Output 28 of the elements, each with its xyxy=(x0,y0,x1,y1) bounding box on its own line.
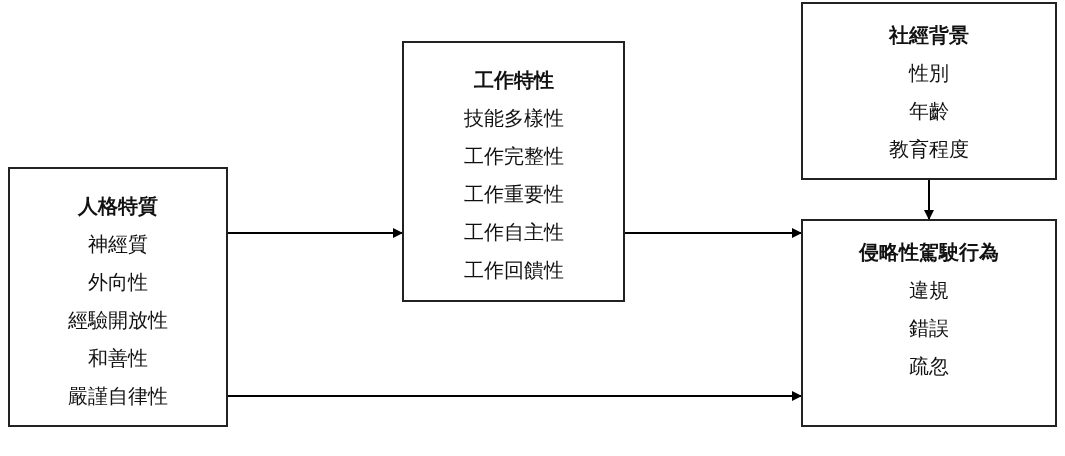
arrow xyxy=(227,228,403,238)
box-text: 工作自主性 xyxy=(463,219,564,246)
box-text: 技能多樣性 xyxy=(463,105,564,132)
box-heading: 社經背景 xyxy=(889,22,969,49)
box-text: 教育程度 xyxy=(889,136,969,163)
box-text: 外向性 xyxy=(88,269,148,296)
box-text: 年齡 xyxy=(909,98,949,125)
box-heading: 工作特性 xyxy=(473,67,554,94)
box-text: 經驗開放性 xyxy=(68,307,168,334)
box-text: 違規 xyxy=(909,277,949,304)
box-text: 和善性 xyxy=(88,345,148,372)
arrow xyxy=(624,228,802,238)
box-text: 工作重要性 xyxy=(463,181,564,208)
box-heading: 侵略性駕駛行為 xyxy=(859,239,999,266)
process-box xyxy=(801,2,1057,180)
box-heading: 人格特質 xyxy=(78,193,158,220)
box-text: 工作完整性 xyxy=(463,143,564,170)
process-box xyxy=(8,167,228,427)
box-text: 性別 xyxy=(909,60,949,87)
box-text: 工作回饋性 xyxy=(463,257,564,284)
box-text: 嚴謹自律性 xyxy=(68,383,168,410)
box-text: 錯誤 xyxy=(909,315,949,342)
process-box xyxy=(402,41,625,302)
process-box xyxy=(801,219,1057,427)
box-text: 神經質 xyxy=(88,231,148,258)
arrow xyxy=(924,179,934,220)
box-text: 疏忽 xyxy=(909,353,949,380)
arrow xyxy=(227,391,802,401)
